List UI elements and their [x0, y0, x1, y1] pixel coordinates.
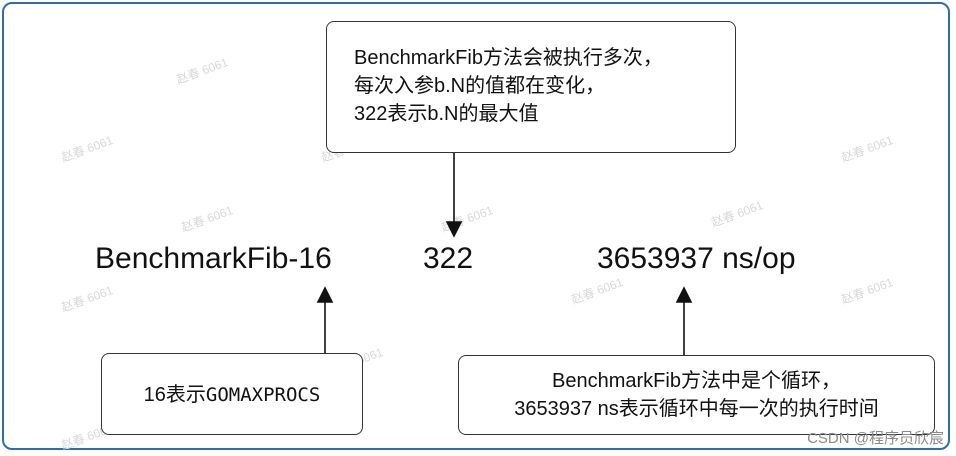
benchmark-time-per-op: 3653937 ns/op	[597, 242, 796, 275]
right-annotation-line-2: 3653937 ns表示循环中每一次的执行时间	[514, 398, 879, 420]
top-annotation-line-2: 每次入参b.N的值都在变化，	[354, 75, 606, 97]
right-annotation-line-1: BenchmarkFib方法中是个循环，	[552, 370, 841, 392]
top-annotation-box: BenchmarkFib方法会被执行多次， 每次入参b.N的值都在变化， 322…	[326, 21, 736, 153]
arrow-top-to-iterations	[445, 153, 463, 238]
arrow-left-box-to-name	[316, 286, 334, 353]
top-annotation-line-3: 322表示b.N的最大值	[354, 103, 539, 125]
benchmark-name: BenchmarkFib-16	[95, 242, 332, 275]
csdn-credit: CSDN @程序员欣宸	[807, 430, 944, 447]
left-annotation-box: 16表示GOMAXPROCS	[101, 353, 363, 435]
arrow-right-box-to-time	[675, 286, 693, 355]
right-annotation-box: BenchmarkFib方法中是个循环， 3653937 ns表示循环中每一次的…	[458, 355, 935, 435]
top-annotation-line-1: BenchmarkFib方法会被执行多次，	[354, 47, 663, 69]
left-annotation-prefix: 16表示	[143, 384, 206, 406]
left-annotation-term: GOMAXPROCS	[205, 384, 321, 406]
benchmark-iterations: 322	[423, 242, 474, 275]
